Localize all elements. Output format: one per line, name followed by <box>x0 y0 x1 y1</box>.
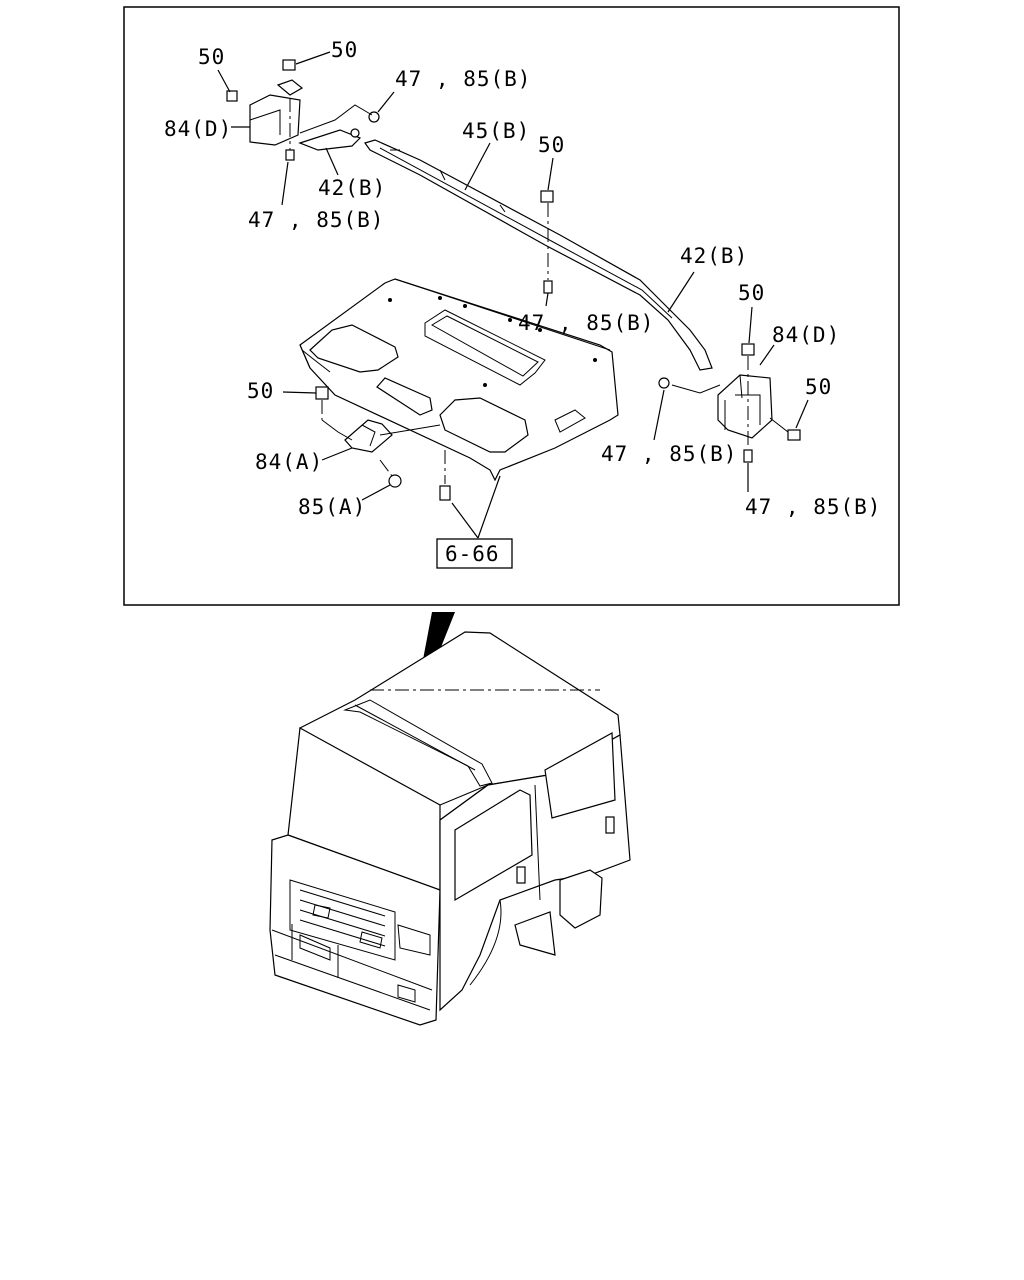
label-seal-42b-left: 42(B) <box>318 176 386 200</box>
label-seal-42b-right: 42(B) <box>680 244 748 268</box>
bracket-84d-left <box>249 79 304 146</box>
ref-box <box>436 538 513 569</box>
label-clip-50-right: 50 <box>805 375 832 399</box>
label-screw-left: 47 , 85(B) <box>248 208 384 232</box>
fasteners <box>226 59 801 501</box>
truck-cab <box>269 631 631 1026</box>
bracket-84d-right <box>717 374 773 439</box>
label-bracket-84d-right: 84(D) <box>772 323 840 347</box>
headliner-panel <box>299 278 619 482</box>
label-clip-50-mid: 50 <box>538 133 565 157</box>
label-screw-mid: 47 , 85(B) <box>518 311 654 335</box>
bracket-84a <box>344 419 393 453</box>
detail-frame <box>123 6 900 606</box>
label-screw-85a: 85(A) <box>298 495 366 519</box>
label-bracket-84d-left: 84(D) <box>164 117 232 141</box>
label-clip-50-tl2: 50 <box>331 38 358 62</box>
label-screw-top: 47 , 85(B) <box>395 67 531 91</box>
roof-rail <box>298 128 713 371</box>
label-rail-45b: 45(B) <box>462 119 530 143</box>
ref-box-label: 6-66 <box>445 542 500 566</box>
label-bracket-84a: 84(A) <box>255 450 323 474</box>
label-screw-right-2: 47 , 85(B) <box>745 495 881 519</box>
label-screw-right-1: 47 , 85(B) <box>601 442 737 466</box>
leader-lines <box>217 51 809 539</box>
label-clip-50-right-top: 50 <box>738 281 765 305</box>
label-clip-50-lower: 50 <box>247 379 274 403</box>
label-clip-50-tl1: 50 <box>198 45 225 69</box>
